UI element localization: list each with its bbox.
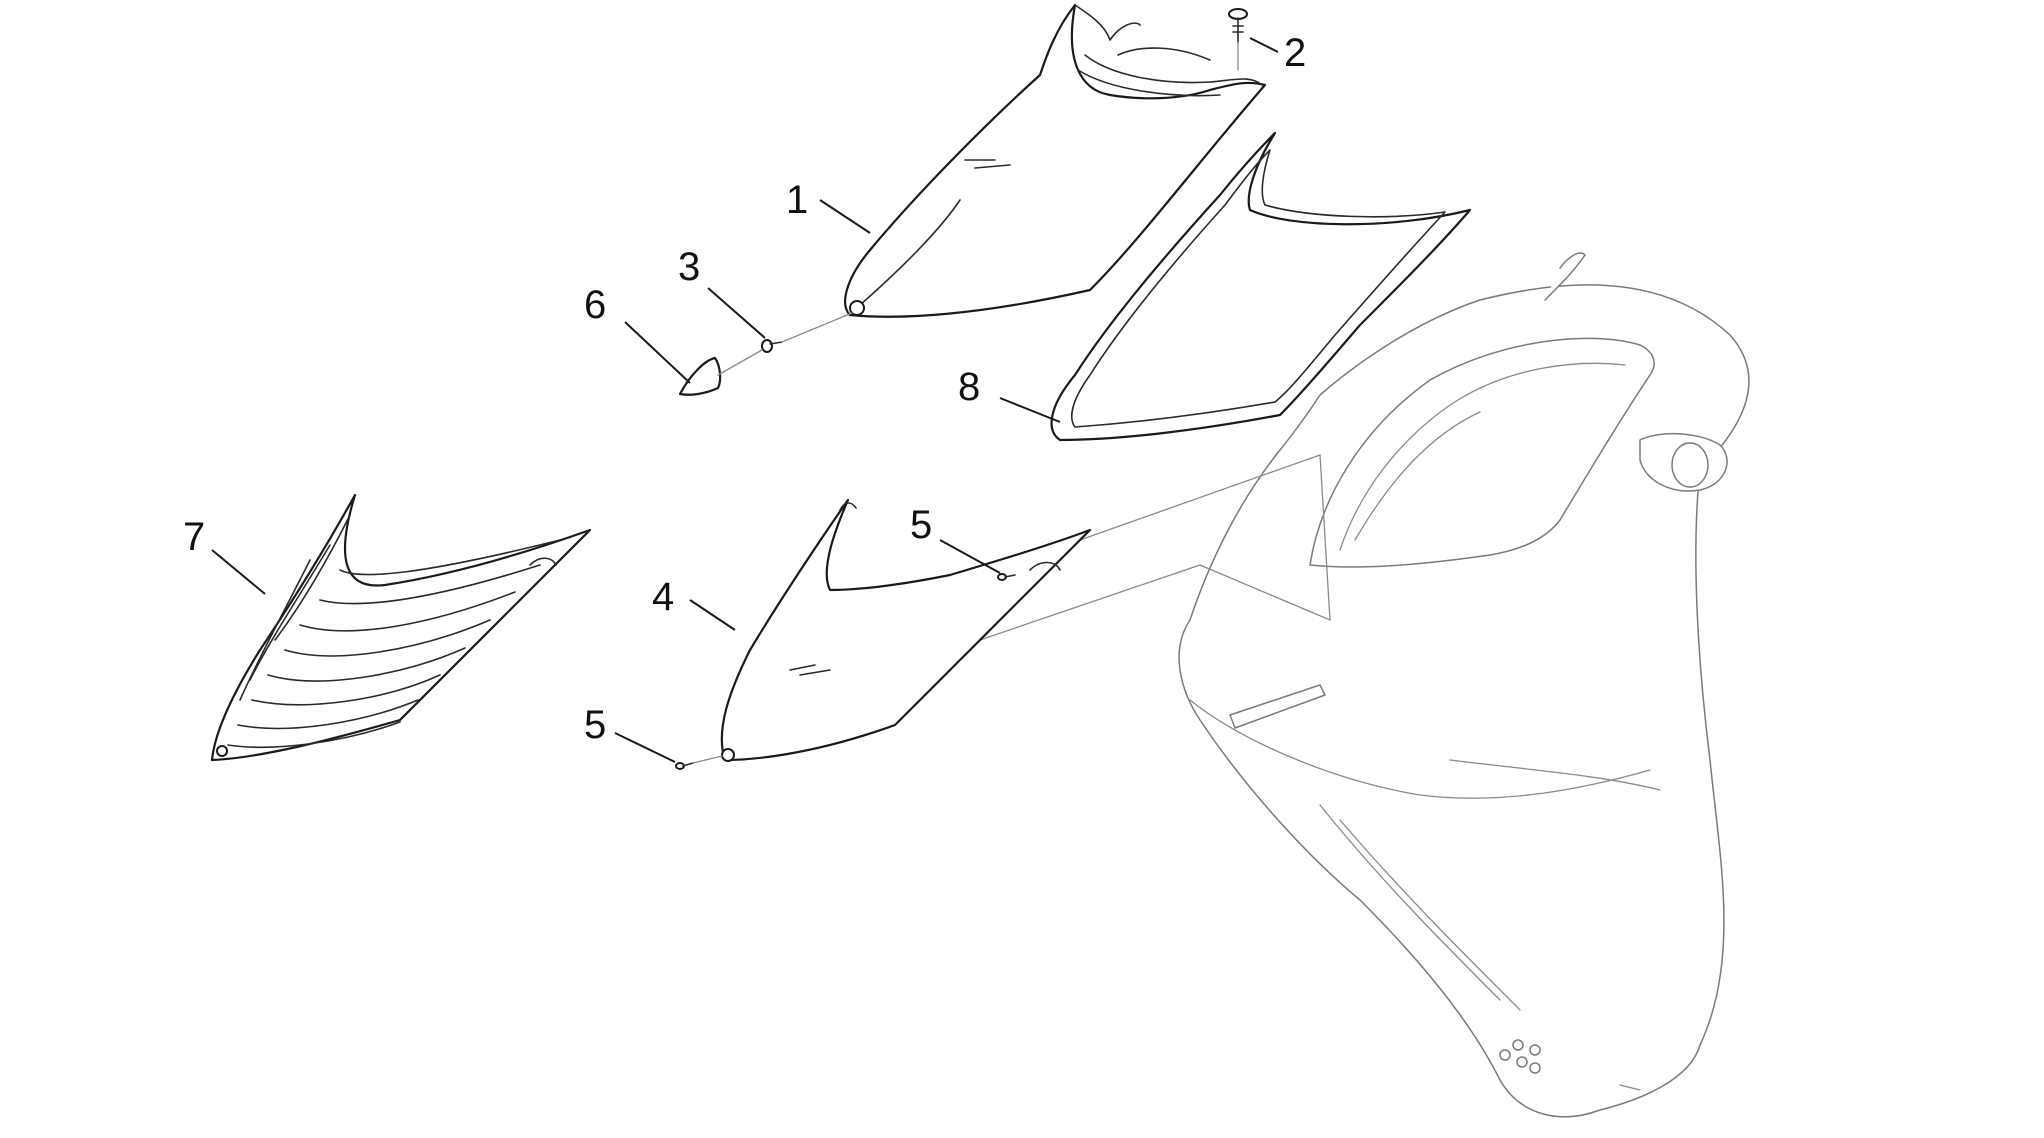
assembly-reference-line [979,454,1331,641]
part-1-upper-cover [844,3,1267,318]
part-2-screw [1228,8,1248,71]
callout-2: 2 [1284,31,1306,75]
part-5-screw-lower [675,755,723,770]
part-5-screw-upper [997,573,1016,581]
leader-lines [211,37,1279,763]
callout-6: 6 [584,283,606,327]
front-body-ghost [1178,252,1750,1118]
part-7-grille [210,493,592,762]
part-4-lower-cover [720,498,1092,762]
callout-8: 8 [958,365,980,409]
callout-4: 4 [652,575,674,619]
part-3-screw [761,312,853,353]
callout-labels: 1 2 3 4 5 5 6 7 8 [183,31,1306,747]
callout-5-upper: 5 [910,503,932,547]
part-6-cap [678,349,763,396]
part-8-gasket [1050,131,1472,442]
callout-5-lower: 5 [584,703,606,747]
callout-7: 7 [183,515,205,559]
callout-3: 3 [678,245,700,289]
callout-1: 1 [786,178,808,222]
